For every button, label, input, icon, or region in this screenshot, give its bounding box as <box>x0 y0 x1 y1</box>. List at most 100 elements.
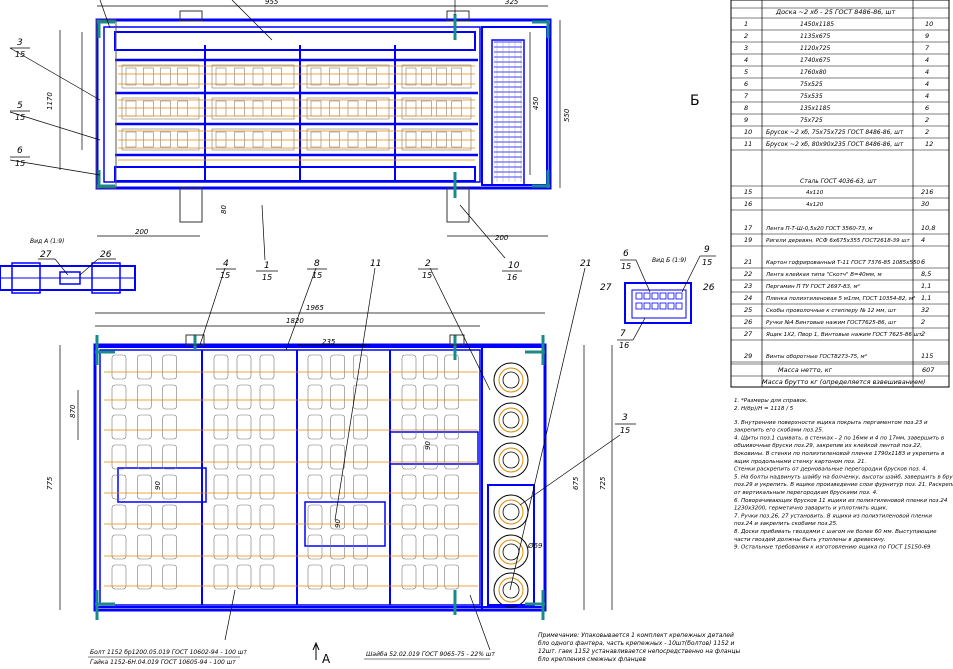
dim-top-right: 325 <box>505 0 519 6</box>
spec-row-qty: 10 <box>925 20 933 28</box>
note-line: 9. Остальные требования к изготовлению я… <box>734 545 931 551</box>
spec-row-qty: 2 <box>921 330 925 338</box>
spec-row-desc: 1450х1185 <box>800 21 834 28</box>
spec-row-num: 26 <box>744 318 752 326</box>
spec-group-header2: Сталь ГОСТ 4036-63, шт <box>800 178 877 185</box>
svg-text:8: 8 <box>314 259 320 269</box>
spec-row: 3 1120х725 7 <box>744 44 930 52</box>
note-line: части гвоздей должны быть утоплены в дре… <box>734 537 886 543</box>
spec-row-num: 4 <box>744 56 748 64</box>
spec-row-qty: 2 <box>925 128 929 136</box>
washer-label: Шайба 52.02.019 ГОСТ 9065-75 - 22% шт <box>366 651 495 658</box>
spec-row-num: 29 <box>744 352 752 360</box>
spec-row: 26 Ручки №4 Винтовые нажим ГОСТ7625-86, ш… <box>744 318 925 326</box>
spec-row-num: 1 <box>744 20 748 28</box>
spec-row-desc: 135х1185 <box>800 105 830 112</box>
arrow-b-label: Б <box>690 93 700 109</box>
callout-6: 6 15 <box>10 146 30 168</box>
notes: 1. *Размеры для справок.2. Н(бр)/Н = 111… <box>734 398 953 551</box>
dim-top-width: 955 <box>265 0 279 6</box>
callout-11: 11 <box>370 259 381 269</box>
dim-top-left: 1170 <box>46 92 54 110</box>
dim-200b: 200 <box>495 234 509 242</box>
spec-row-qty: 1,1 <box>921 282 931 290</box>
note-line: обшивочные бруски поз.29, закрепив их кл… <box>734 443 922 449</box>
dim-bot-90c: 90 <box>424 441 432 450</box>
svg-text:4: 4 <box>223 259 229 269</box>
spec-row-num: 15 <box>744 188 752 196</box>
callout-10: 10 16 <box>502 261 522 282</box>
spec-row-qty: 2 <box>921 318 925 326</box>
spec-row-num: 10 <box>744 128 752 136</box>
dim-bot-90b: 90 <box>334 519 342 528</box>
spec-row-desc: 4х120 <box>806 202 824 208</box>
note-line: 1230х3200, герметично заварить и уплотни… <box>734 506 888 512</box>
note-line: 1. *Размеры для справок. <box>734 398 808 404</box>
dim-bot-90a: 90 <box>154 481 162 490</box>
top-view: 955 325 200 200 80 550 450 1170 <box>46 0 571 242</box>
spec-row-qty: 9 <box>925 32 929 40</box>
spec-row-num: 23 <box>744 282 752 290</box>
spec-row-desc: Лента клейкая типа "Скотч" В=40мм, м <box>765 272 882 278</box>
spec-row-desc: 1120х725 <box>800 45 830 52</box>
callout-21: 21 <box>580 259 591 269</box>
svg-text:5: 5 <box>17 101 23 111</box>
svg-text:Гайка 1152-6Н.04.019 ГОСТ 1060: Гайка 1152-6Н.04.019 ГОСТ 10605-94 - 100… <box>90 659 236 666</box>
spec-row-desc: 4х110 <box>806 190 824 196</box>
svg-text:16: 16 <box>507 273 517 282</box>
svg-text:15: 15 <box>15 159 25 168</box>
callout-8: 8 15 <box>307 259 327 280</box>
spec-row-desc: Ручки №4 Винтовые нажим ГОСТ7625-86, шт <box>766 320 897 326</box>
spec-row-qty: 6 <box>925 104 929 112</box>
svg-text:15: 15 <box>15 113 25 122</box>
note-line: 7. Ручки поз.26, 27 установить. В ящики … <box>734 513 932 519</box>
dim-80: 80 <box>220 205 228 214</box>
dim-top-450: 450 <box>532 96 540 110</box>
spec-row-qty: 12 <box>925 140 933 148</box>
note-line: 8. Доски прибивать гвоздями с шагом не б… <box>734 529 937 535</box>
dim-bot-235: 235 <box>322 338 336 346</box>
spec-row-qty: 10,8 <box>921 224 935 232</box>
spec-row-desc: Скобы проволочные к степлеру № 12 мм, шт <box>766 308 897 314</box>
spec-row-num: 22 <box>744 270 752 278</box>
svg-text:1: 1 <box>264 261 270 271</box>
spec-row-desc: Винты оборотные ГОСТ8273-75, м² <box>766 353 868 360</box>
callout-5: 5 15 <box>10 101 30 122</box>
spec-row-qty: 2 <box>925 116 929 124</box>
view-b: Вид Б (1:9) 6 15 9 15 27 26 7 16 <box>600 245 716 350</box>
svg-text:10: 10 <box>508 261 520 271</box>
spec-row-qty: 4 <box>925 68 929 76</box>
spec-row-qty: 30 <box>921 200 929 208</box>
svg-text:бло крепления смежных фланцев: бло крепления смежных фланцев <box>538 656 646 663</box>
spec-row-num: 21 <box>744 258 752 266</box>
bolt-labels: Болт 1152 бр1200.05.019 ГОСТ 10602-94 - … <box>88 649 247 666</box>
spec-row: 16 4х120 30 <box>744 200 929 208</box>
spec-row-num: 16 <box>744 200 752 208</box>
callout-26b: 26 <box>703 283 715 293</box>
spec-row-num: 3 <box>744 44 748 52</box>
spec-row-num: 11 <box>744 140 752 148</box>
dim-top-height: 550 <box>563 108 571 122</box>
spec-row-desc: 75х525 <box>800 81 823 88</box>
callout-27b: 27 <box>600 283 612 293</box>
callouts-top <box>9 0 506 261</box>
note-line: закрепить его скобами поз.25. <box>734 428 824 434</box>
spec-row-desc: 1135х675 <box>800 33 830 40</box>
spec-row-qty: 7 <box>925 44 930 52</box>
spec-row-desc: 75х725 <box>800 117 823 124</box>
dim-bot-width2: 1820 <box>286 317 304 325</box>
svg-text:15: 15 <box>422 271 432 280</box>
callout-4: 4 15 <box>216 259 236 280</box>
spec-row-num: 19 <box>744 236 752 244</box>
svg-text:15: 15 <box>220 271 230 280</box>
